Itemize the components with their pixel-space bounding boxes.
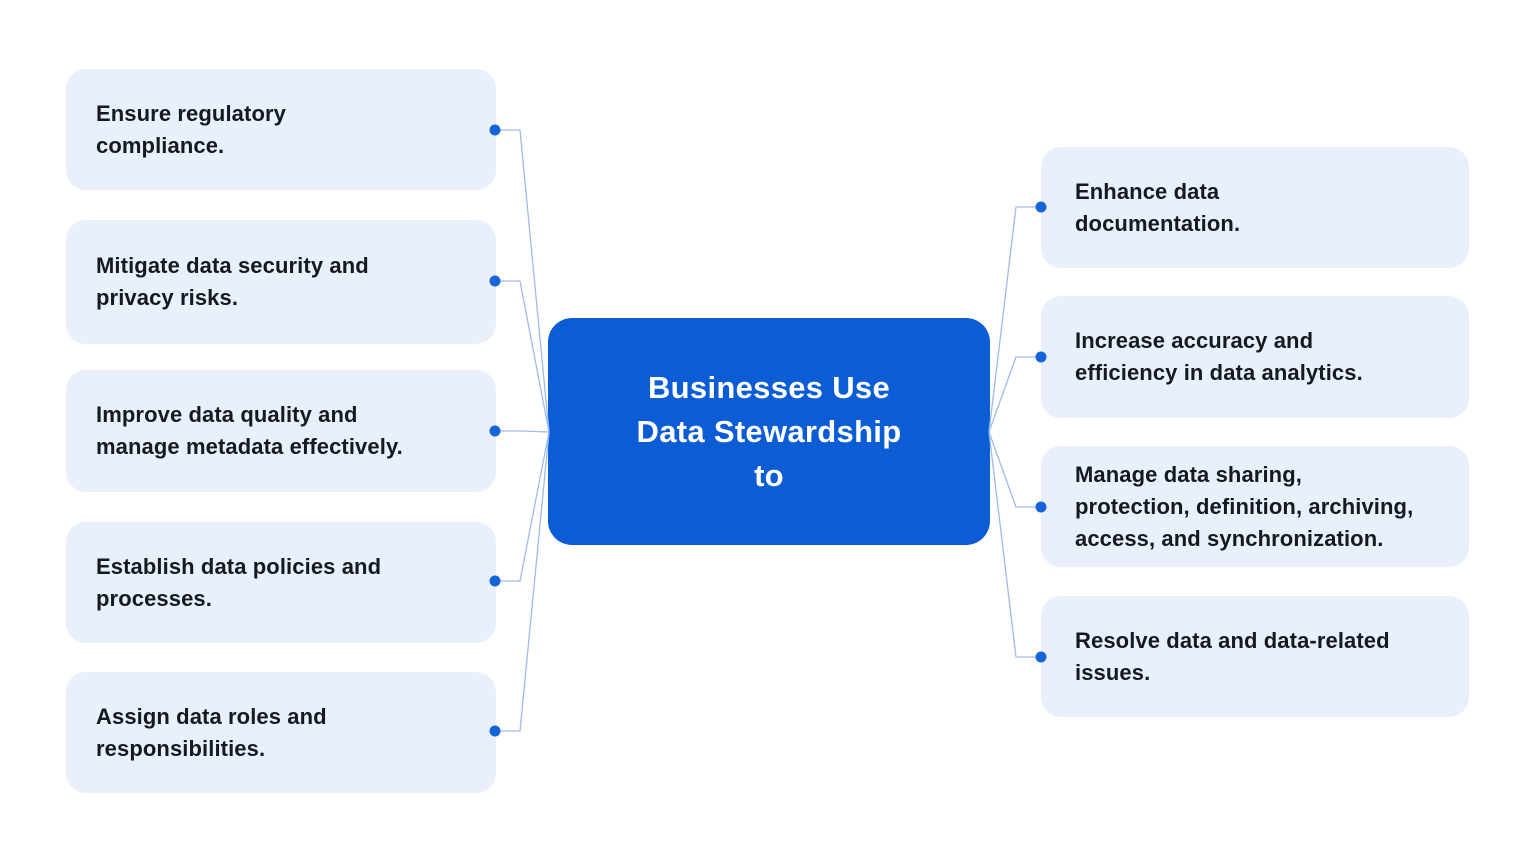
- node-text-line: Mitigate data security and: [96, 253, 369, 278]
- central-topic-node[interactable]: Businesses Use Data Stewardship to: [548, 318, 990, 545]
- connector-line: [495, 430, 550, 433]
- connector-left-1: [495, 129, 550, 433]
- connector-line: [495, 431, 550, 732]
- node-text-line: Ensure regulatory: [96, 100, 286, 126]
- node-text-line: processes.: [96, 585, 212, 611]
- node-text-line: Assign data roles and: [96, 703, 327, 729]
- central-topic-line: Businesses Use: [648, 369, 890, 405]
- node-text-line: privacy risks.: [96, 285, 239, 310]
- node-text-line: efficiency in data analytics.: [1075, 360, 1363, 385]
- node-improve-data-quality[interactable]: Improve data quality and manage metadata…: [66, 370, 496, 492]
- connector-left-5: [495, 431, 550, 732]
- node-text-line: Establish data policies and: [96, 553, 382, 579]
- connector-right-1: [988, 206, 1041, 433]
- connector-line: [988, 431, 1041, 658]
- node-text-line: documentation.: [1075, 210, 1241, 236]
- node-text-line: protection, definition, archiving,: [1075, 493, 1414, 519]
- connector-right-2: [988, 356, 1041, 433]
- node-mitigate-security-privacy-risks[interactable]: Mitigate data security and privacy risks…: [66, 220, 496, 344]
- connector-right-4: [988, 431, 1041, 658]
- connector-left-2: [495, 280, 550, 433]
- node-text-line: Manage data sharing,: [1075, 461, 1302, 487]
- node-increase-accuracy-efficiency[interactable]: Increase accuracy and efficiency in data…: [1041, 296, 1469, 418]
- connector-line: [495, 129, 550, 433]
- central-topic-line: to: [754, 457, 784, 493]
- node-text-line: compliance.: [96, 132, 225, 158]
- node-assign-data-roles[interactable]: Assign data roles and responsibilities.: [66, 672, 496, 793]
- connector-left-3: [495, 430, 550, 433]
- central-topic-line: Data Stewardship: [636, 413, 902, 449]
- node-resolve-data-issues[interactable]: Resolve data and data-related issues.: [1041, 596, 1469, 717]
- connector-left-4: [495, 431, 550, 582]
- connector-line: [988, 431, 1041, 508]
- connector-line: [988, 206, 1041, 433]
- connector-line: [495, 431, 550, 582]
- node-ensure-regulatory-compliance[interactable]: Ensure regulatory compliance.: [66, 69, 496, 190]
- node-text-line: Improve data quality and: [96, 402, 358, 427]
- node-text-line: responsibilities.: [96, 735, 266, 761]
- node-enhance-data-documentation[interactable]: Enhance data documentation.: [1041, 147, 1469, 268]
- connector-right-3: [988, 431, 1041, 508]
- node-text-line: manage metadata effectively.: [96, 434, 403, 459]
- node-establish-data-policies[interactable]: Establish data policies and processes.: [66, 522, 496, 643]
- node-text-line: access, and synchronization.: [1075, 525, 1384, 551]
- node-text-line: issues.: [1075, 659, 1151, 685]
- node-text-line: Increase accuracy and: [1075, 328, 1314, 353]
- node-text-line: Enhance data: [1075, 178, 1220, 204]
- connector-line: [495, 280, 550, 433]
- node-manage-data-sharing[interactable]: Manage data sharing, protection, definit…: [1041, 446, 1469, 567]
- node-text-line: Resolve data and data-related: [1075, 627, 1390, 653]
- connector-line: [988, 356, 1041, 433]
